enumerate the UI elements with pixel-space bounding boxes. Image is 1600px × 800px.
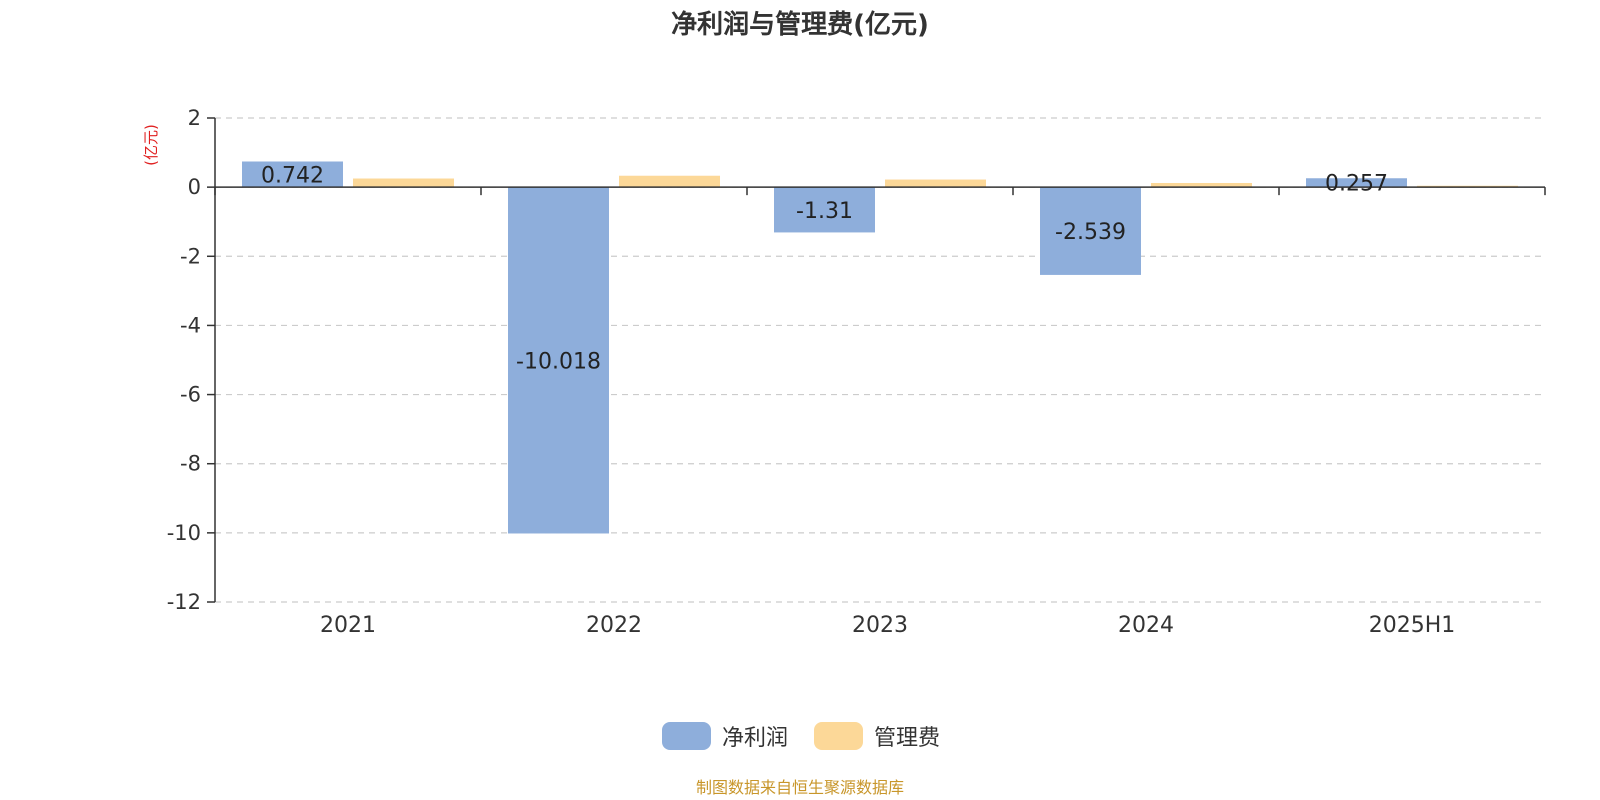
bar-admin-expense-2021 [353,178,454,188]
legend-label: 净利润 [722,726,788,751]
bar-admin-expense-2023 [885,179,986,188]
bars-layer [242,161,1518,534]
legend-label: 管理费 [874,726,940,751]
x-tick-label: 2024 [1118,613,1174,638]
axes-layer: 2 0 -2 -4 -6 -8 -10 -12 2021 2022 2023 2024 2025H1 [167,106,1546,638]
bar-net-profit-2021 [242,161,343,188]
data-label: 0.257 [1325,172,1388,197]
legend-swatch [662,722,711,750]
data-label: 0.742 [261,163,324,188]
bar-admin-expense-2022 [619,175,720,188]
data-labels-layer: 0.742 -10.018 -1.31 -2.539 0.257 [261,163,1388,374]
legend-swatch [814,722,863,750]
x-tick-label: 2022 [586,613,642,638]
x-tick-label: 2021 [320,613,376,638]
bar-net-profit-2023 [774,187,875,233]
bar-net-profit-2022 [508,187,609,534]
source-note: 制图数据来自恒生聚源数据库 [696,778,904,797]
bar-net-profit-2025H1 [1306,178,1407,188]
y-tick-label: -8 [180,452,201,476]
bar-admin-expense-2024 [1151,182,1252,188]
y-tick-label: -4 [180,313,201,337]
data-label: -1.31 [796,199,853,224]
y-tick-label: -2 [180,244,201,268]
y-tick-label: 2 [188,106,201,130]
x-tick-label: 2025H1 [1369,613,1456,638]
legend: 净利润 管理费 [662,722,940,751]
y-tick-label: -12 [167,590,201,614]
bar-net-profit-2024 [1040,187,1141,275]
x-tick-label: 2023 [852,613,908,638]
y-tick-label: -6 [180,383,201,407]
data-label: -10.018 [516,349,601,374]
y-axis-unit-label: (亿元) [142,124,160,166]
y-tick-label: -10 [167,521,201,545]
chart-title: 净利润与管理费(亿元) [671,9,929,40]
data-label: -2.539 [1055,220,1126,245]
y-tick-label: 0 [188,175,201,199]
